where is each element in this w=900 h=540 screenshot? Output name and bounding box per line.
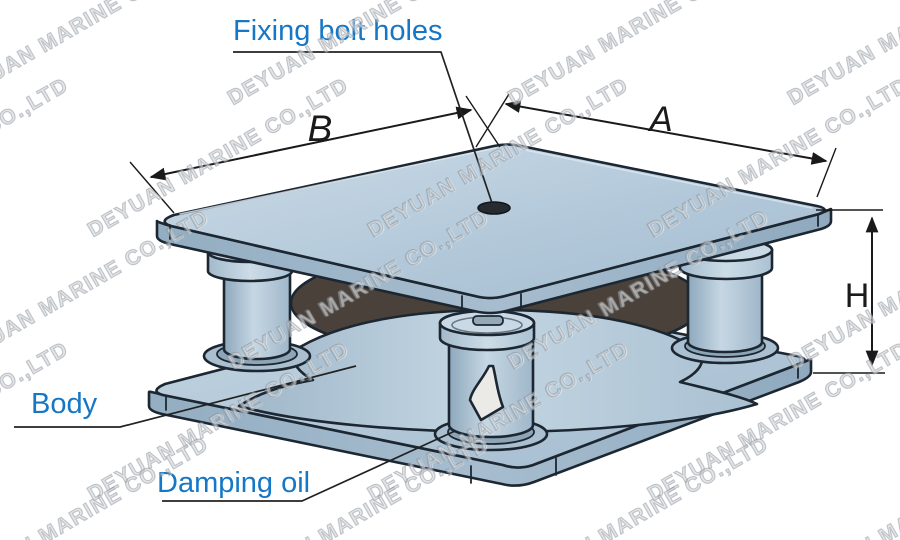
column-shaft — [222, 264, 292, 361]
extension-line-b-left — [129, 161, 175, 214]
vibration-damper-illustration — [147, 143, 833, 487]
label-body: Body — [31, 388, 98, 420]
dimension-arrow-b — [149, 106, 473, 181]
fixing-bolt-hole — [477, 201, 511, 215]
leader-damping-oil — [162, 430, 456, 502]
dimension-label-a: A — [647, 100, 672, 139]
column-shaft — [686, 262, 764, 354]
cap-slot — [472, 315, 504, 326]
dimension-arrow-a — [504, 100, 828, 165]
damping-oil-mark — [468, 364, 505, 422]
part-labels: Fixing bolt holes Body Damping oil — [31, 15, 443, 499]
base-corner-seams — [165, 363, 799, 484]
label-damping-oil: Damping oil — [157, 467, 310, 499]
dimension-label-b: B — [308, 108, 333, 149]
leader-fixing-bolt-holes — [233, 51, 493, 204]
label-fixing-bolt-holes: Fixing bolt holes — [233, 15, 443, 47]
bolt-column-front — [433, 309, 549, 452]
extension-lines — [129, 93, 885, 374]
extension-line-b-right — [465, 95, 501, 148]
leader-body — [14, 365, 357, 428]
plate-corner-seams — [169, 213, 819, 312]
top-plate — [155, 143, 833, 315]
dimension-annotations: B A H — [129, 93, 885, 374]
dimension-label-h: H — [845, 277, 870, 315]
extension-line-a-right — [816, 147, 837, 198]
leader-lines — [14, 51, 493, 502]
extension-line-a-left — [475, 93, 510, 148]
